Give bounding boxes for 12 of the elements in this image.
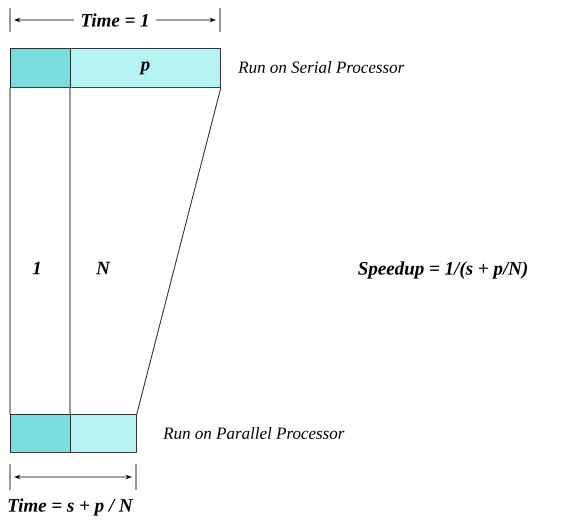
formula-text: Speedup = 1/(s + p/N) bbox=[358, 261, 528, 279]
process-bar: p bbox=[70, 48, 221, 88]
connector-line bbox=[136, 87, 222, 414]
dimension-label: Time = s + p / N bbox=[8, 498, 134, 516]
caption-text: Run on Serial Processor bbox=[238, 61, 404, 73]
region-label: 1 bbox=[32, 262, 40, 274]
process-bar bbox=[70, 414, 137, 453]
caption-text: Run on Parallel Processor bbox=[163, 427, 344, 439]
process-bar bbox=[10, 48, 71, 88]
region-label: N bbox=[96, 262, 110, 274]
process-bar bbox=[10, 414, 71, 453]
dimension-label: Time = 1 bbox=[82, 13, 148, 27]
